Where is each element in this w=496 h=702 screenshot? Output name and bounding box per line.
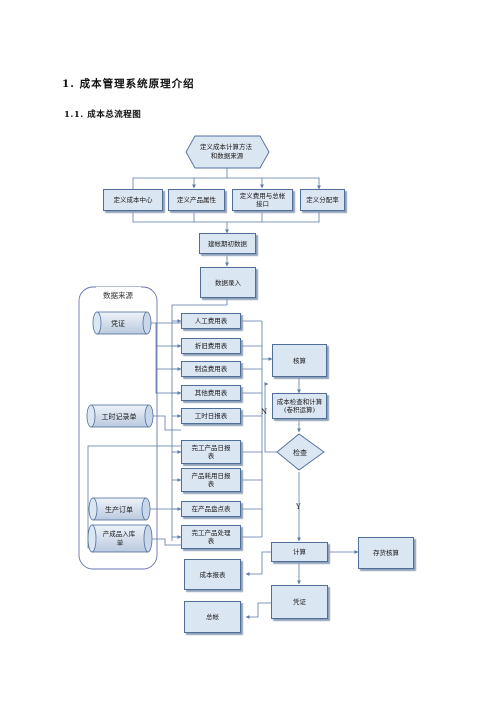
- svg-text:凭证: 凭证: [111, 319, 125, 328]
- svg-text:产成品入库 单: 产成品入库 单: [103, 529, 138, 547]
- define-product-attributes-box: 定义产品属性: [168, 189, 225, 211]
- section-heading: 1. 成本管理系统原理介绍: [62, 78, 195, 90]
- wip-inventory-table-box: 在产品盘点表: [181, 501, 241, 517]
- timesheet-source-cylinder: 工时记录单: [86, 404, 154, 428]
- define-cost-center-box: 定义成本中心: [103, 189, 163, 211]
- other-cost-table-box: 其他费用表: [181, 385, 241, 401]
- cost-check-calc-box: 成本检查和计算 (卷积运算): [272, 393, 327, 419]
- define-ledger-interface-box: 定义费用与总帐 接口: [232, 189, 293, 211]
- product-consumption-daily-box: 产品耗用日报 表: [181, 468, 241, 492]
- source-group-title: 数据来源: [103, 290, 133, 300]
- svg-text:生产订单: 生产订单: [105, 505, 133, 514]
- check-text: 检查: [293, 448, 307, 457]
- define-allocation-rate-box: 定义分配率: [300, 189, 345, 211]
- general-ledger-box: 总帐: [184, 601, 241, 633]
- manufacturing-cost-table-box: 制造费用表: [181, 361, 241, 377]
- build-opening-data-box: 建帐期初数据: [199, 233, 256, 254]
- finished-goods-receipt-source-cylinder: 产成品入库 单: [87, 524, 153, 553]
- subsection-heading: 1.1. 成本总流程图: [64, 110, 142, 120]
- voucher-output-box: 凭证: [271, 585, 328, 619]
- calculate-box: 计算: [271, 542, 328, 562]
- data-entry-box: 数据录入: [200, 267, 256, 298]
- define-cost-method-text: 定义成本计算方法 和数据来源: [200, 142, 254, 160]
- voucher-source-cylinder: 凭证: [92, 311, 152, 335]
- cost-report-box: 成本报表: [184, 559, 241, 590]
- inventory-accounting-box: 存货核算: [358, 537, 414, 569]
- svg-text:工时记录单: 工时记录单: [102, 412, 137, 421]
- work-hours-report-box: 工时日报表: [181, 408, 241, 424]
- define-cost-method-node: [185, 135, 270, 169]
- depreciation-table-box: 折旧费用表: [181, 338, 241, 354]
- labor-cost-table-box: 人工费用表: [181, 313, 241, 329]
- accounting-box: 核算: [272, 344, 327, 377]
- yes-label: Y: [295, 503, 301, 511]
- finished-product-processing-box: 完工产品处理 表: [181, 525, 241, 549]
- finished-product-daily-box: 完工产品日报 表: [181, 440, 241, 464]
- no-label: N: [261, 408, 267, 416]
- production-order-source-cylinder: 生产订单: [88, 497, 151, 521]
